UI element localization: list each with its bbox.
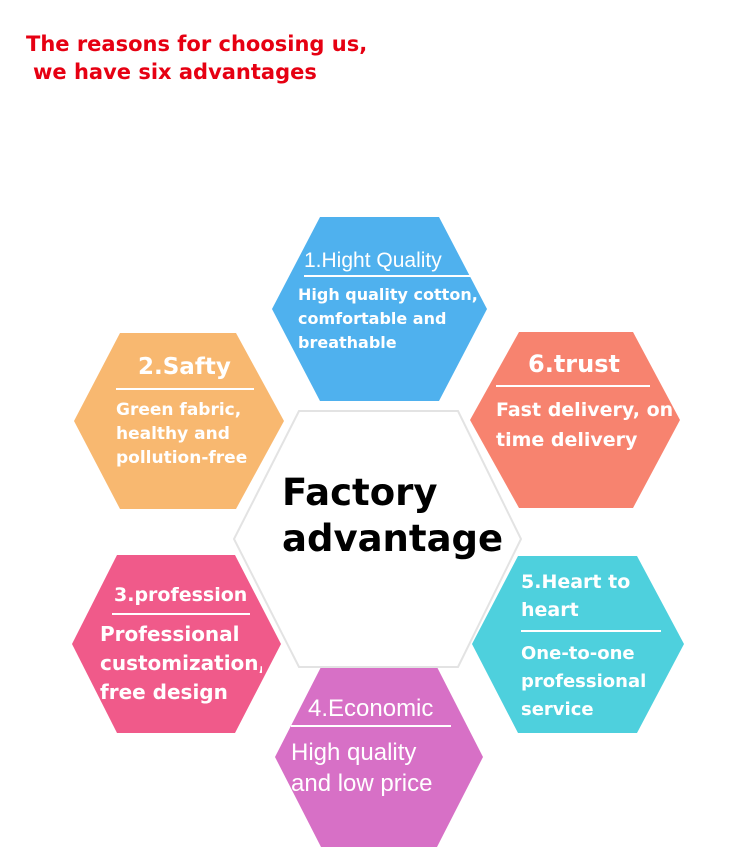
hexagon-4-economic — [275, 667, 483, 847]
hexagon-3-profession — [72, 555, 281, 733]
advantage-3-title: 3.profession — [114, 584, 248, 606]
advantage-1-title: 1.Hight Quality — [304, 249, 442, 272]
advantage-2-description: Green fabric, healthy and pollution-free — [116, 400, 248, 468]
hexagon-5-heart — [472, 556, 684, 733]
heading-line-1: The reasons for choosing us, — [26, 32, 368, 56]
advantage-6: 6.trust Fast delivery, on time delivery — [496, 352, 678, 455]
advantage-5-title: 5.Heart to heart — [521, 571, 631, 621]
advantage-2-divider — [116, 388, 254, 390]
advantage-2: 2.Safty Green fabric, healthy and pollut… — [116, 355, 258, 470]
heading-line-2: we have six advantages — [33, 60, 317, 84]
advantage-4-divider — [291, 725, 451, 727]
advantage-1-divider — [304, 275, 488, 277]
advantage-5-description: One-to-one professional service — [521, 643, 647, 720]
advantage-2-title: 2.Safty — [138, 355, 231, 380]
advantage-4-title: 4.Economic — [308, 696, 434, 722]
hexagon-center — [232, 410, 523, 668]
hexagon-2-safety — [74, 333, 284, 509]
advantage-3-divider — [112, 613, 250, 615]
hexagon-1-quality — [272, 217, 487, 401]
advantage-1-description: High quality cotton, comfortable and bre… — [298, 285, 478, 352]
advantage-5-divider — [521, 630, 661, 632]
advantage-3-description: Professional customization, free design — [100, 622, 262, 704]
advantage-6-title: 6.trust — [528, 352, 620, 378]
page-heading: The reasons for choosing us, we have six… — [26, 30, 367, 86]
advantage-3: 3.profession Professional customization,… — [100, 583, 262, 707]
advantage-6-divider — [496, 385, 650, 387]
advantage-4-description: High quality and low price — [291, 739, 433, 797]
advantage-4: 4.Economic High quality and low price — [291, 696, 467, 799]
center-label: Factory advantage — [282, 471, 504, 560]
advantage-1: 1.Hight Quality High quality cotton, com… — [298, 248, 488, 355]
advantage-6-description: Fast delivery, on time delivery — [496, 399, 674, 451]
advantage-5: 5.Heart to heart One-to-one professional… — [521, 568, 671, 724]
hexagon-6-trust — [470, 332, 680, 508]
